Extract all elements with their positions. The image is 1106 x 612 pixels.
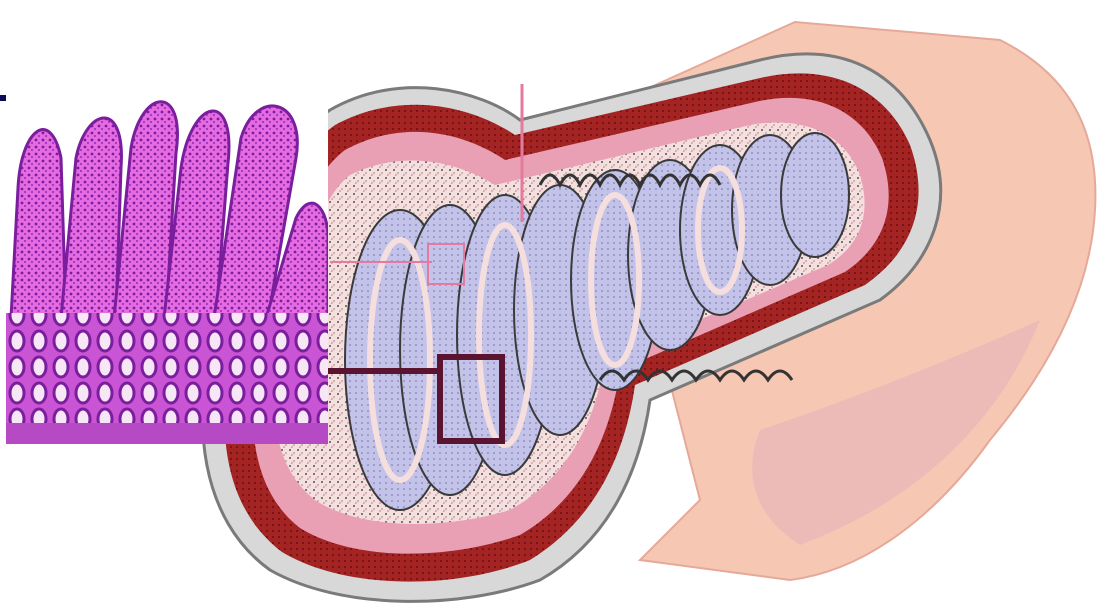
fold-ring (781, 133, 849, 257)
histology-micrograph (6, 68, 328, 444)
submucosa-band (6, 423, 328, 444)
